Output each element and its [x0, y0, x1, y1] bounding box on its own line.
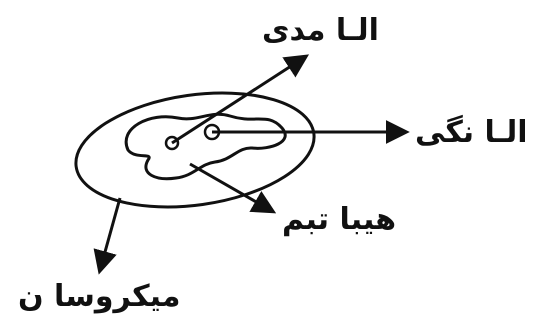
- label-bottom: میکروسا ن: [18, 282, 180, 312]
- label-top: الـا مدی: [262, 16, 379, 46]
- arrow-bottom: [100, 198, 120, 270]
- label-middle: هیبا تبم: [282, 205, 396, 235]
- outer-ellipse: [69, 79, 322, 221]
- inner-wavy-shape: [126, 114, 285, 178]
- label-right: الـا نگی: [415, 118, 528, 148]
